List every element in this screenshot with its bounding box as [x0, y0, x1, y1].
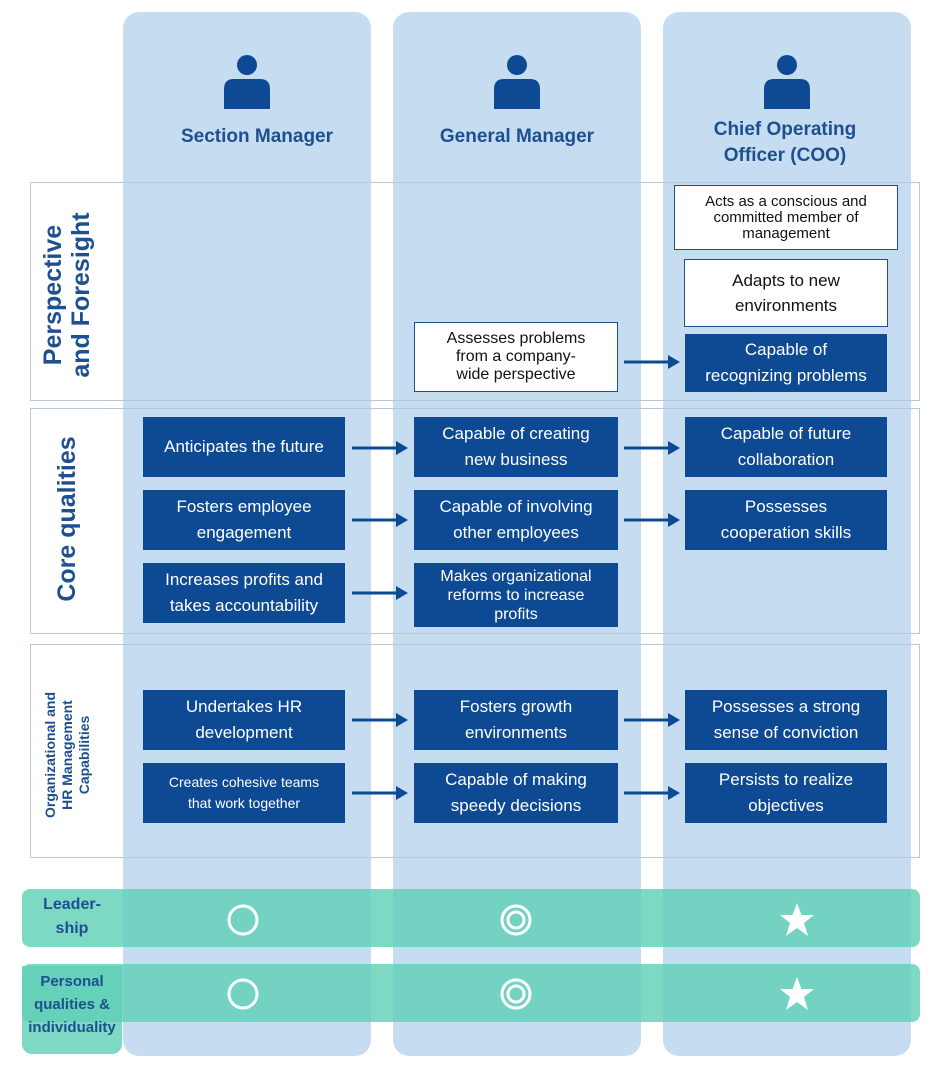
box-coo-recognizing: Capable of recognizing problems — [685, 334, 887, 392]
arrow-right-icon — [624, 513, 680, 527]
circle-icon — [227, 978, 259, 1010]
double-circle-icon — [500, 978, 532, 1010]
box-coo-conviction: Possesses a strong sense of conviction — [685, 690, 887, 750]
box-sm-anticipates: Anticipates the future — [143, 417, 345, 477]
arrow-right-icon — [624, 355, 680, 369]
box-sm-profits: Increases profits and takes accountabili… — [143, 563, 345, 623]
column-title-general-manager: General Manager — [439, 126, 595, 147]
box-gm-reforms: Makes organizational reforms to increase… — [414, 563, 618, 627]
column-title-section-manager: Section Manager — [180, 126, 334, 147]
band-personal-qualities — [22, 964, 920, 1022]
arrow-right-icon — [624, 441, 680, 455]
double-circle-icon — [500, 904, 532, 936]
box-gm-creating: Capable of creating new business — [414, 417, 618, 477]
band-label-leadership: Leader- ship — [43, 896, 101, 937]
arrow-right-icon — [352, 441, 408, 455]
band-label-personal: Personal qualities & individuality — [28, 973, 116, 1036]
box-gm-involving: Capable of involving other employees — [414, 490, 618, 550]
star-icon — [780, 977, 814, 1010]
band-personal-label-tab — [22, 966, 122, 1054]
box-sm-fosters: Fosters employee engagement — [143, 490, 345, 550]
person-icon — [764, 55, 810, 109]
person-icon — [494, 55, 540, 109]
star-icon — [780, 903, 814, 936]
box-coo-persists: Persists to realize objectives — [685, 763, 887, 823]
person-icon — [224, 55, 270, 109]
box-coo-adapts: Adapts to new environments — [684, 259, 888, 327]
arrow-right-icon — [624, 786, 680, 800]
box-gm-growth: Fosters growth environments — [414, 690, 618, 750]
section-label-org: Organizational and HR Management Capabil… — [42, 692, 92, 819]
section-core-qualities — [30, 408, 920, 634]
column-title-coo: Chief Operating Officer (COO) — [713, 119, 857, 166]
section-perspective-foresight — [30, 182, 920, 401]
box-sm-hr: Undertakes HR development — [143, 690, 345, 750]
box-coo-cooperation: Possesses cooperation skills — [685, 490, 887, 550]
arrow-right-icon — [352, 586, 408, 600]
box-coo-conscious: Acts as a conscious and committed member… — [674, 185, 898, 250]
section-label-perspective: Perspective and Foresight — [39, 212, 95, 378]
band-leadership — [22, 889, 920, 947]
section-label-core: Core qualities — [53, 436, 81, 602]
arrow-right-icon — [352, 786, 408, 800]
box-coo-future: Capable of future collaboration — [685, 417, 887, 477]
box-gm-speedy: Capable of making speedy decisions — [414, 763, 618, 823]
arrow-right-icon — [624, 713, 680, 727]
arrow-right-icon — [352, 513, 408, 527]
box-sm-teams: Creates cohesive teams that work togethe… — [143, 763, 345, 823]
arrow-right-icon — [352, 713, 408, 727]
box-gm-assesses: Assesses problems from a company- wide p… — [414, 322, 618, 392]
circle-icon — [227, 904, 259, 936]
section-org-hr — [30, 644, 920, 858]
